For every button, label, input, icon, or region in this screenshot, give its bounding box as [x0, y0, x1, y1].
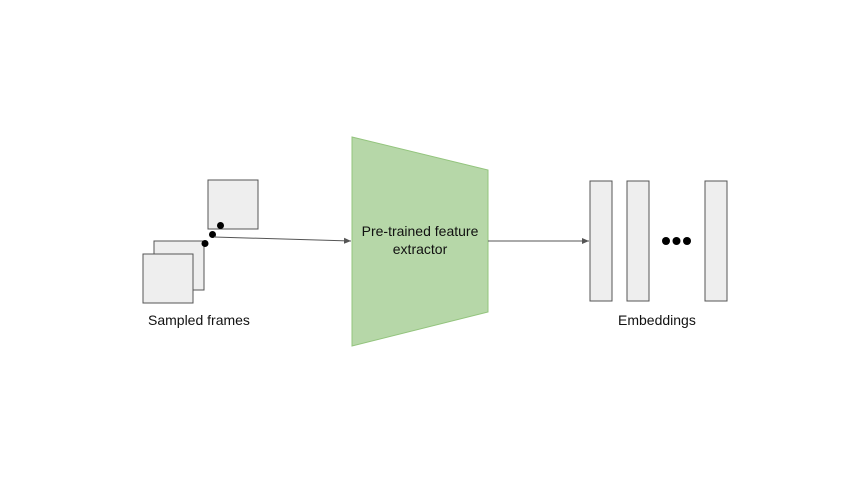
- frame-back: [207, 179, 259, 230]
- ellipsis-dot-3: [201, 240, 209, 247]
- embedding-ellipsis-dot-1: [662, 237, 670, 245]
- embedding-vector-1: [589, 180, 613, 302]
- embedding-vector-n: [704, 180, 728, 302]
- ellipsis-dot-1: [217, 222, 224, 229]
- embeddings-group: [589, 180, 728, 302]
- embeddings-label: Embeddings: [618, 312, 696, 328]
- arrow-frames-to-extractor: [213, 236, 352, 244]
- embedding-ellipsis-dot-2: [672, 237, 681, 245]
- feature-extractor-label-line-2: extractor: [392, 241, 448, 257]
- feature-extractor-label: Pre-trained feature extractor: [352, 222, 488, 258]
- feature-extractor-shape: [351, 136, 489, 347]
- embedding-ellipsis-dot-3: [683, 237, 691, 245]
- sampled-frames-label: Sampled frames: [148, 312, 250, 328]
- frame-front: [142, 253, 194, 304]
- sampled-frames-stack: [142, 179, 259, 304]
- feature-extractor-label-line-1: Pre-trained feature: [361, 223, 479, 239]
- embedding-vector-2: [626, 180, 650, 302]
- ellipsis-dot-2: [209, 231, 216, 238]
